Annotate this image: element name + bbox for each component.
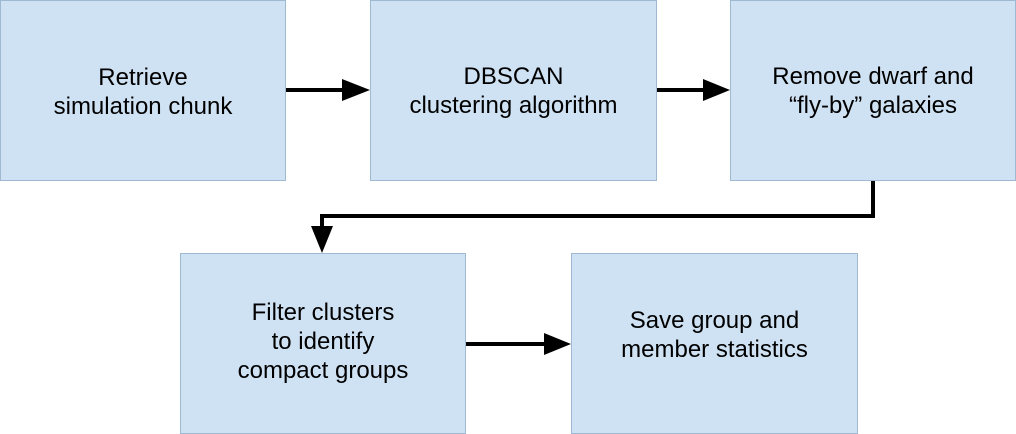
- step-filter-box: Filter clusters to identify compact grou…: [180, 253, 466, 434]
- arrow-remove-to-filter: [311, 181, 875, 253]
- step-remove-box: Remove dwarf and “fly-by” galaxies: [730, 0, 1016, 181]
- step-save-label: Save group and member statistics: [621, 306, 808, 363]
- arrow-dbscan-to-remove: [657, 79, 730, 101]
- step-dbscan-box: DBSCAN clustering algorithm: [370, 0, 657, 181]
- step-retrieve-box: Retrieve simulation chunk: [0, 0, 286, 181]
- step-retrieve-label: Retrieve simulation chunk: [53, 63, 233, 120]
- step-filter-label: Filter clusters to identify compact grou…: [237, 299, 409, 384]
- step-dbscan-label: DBSCAN clustering algorithm: [409, 62, 618, 119]
- step-save-box: Save group and member statistics: [571, 253, 858, 434]
- step-remove-label: Remove dwarf and “fly-by” galaxies: [772, 62, 974, 119]
- arrow-retrieve-to-dbscan: [286, 79, 370, 101]
- arrow-filter-to-save: [466, 333, 571, 355]
